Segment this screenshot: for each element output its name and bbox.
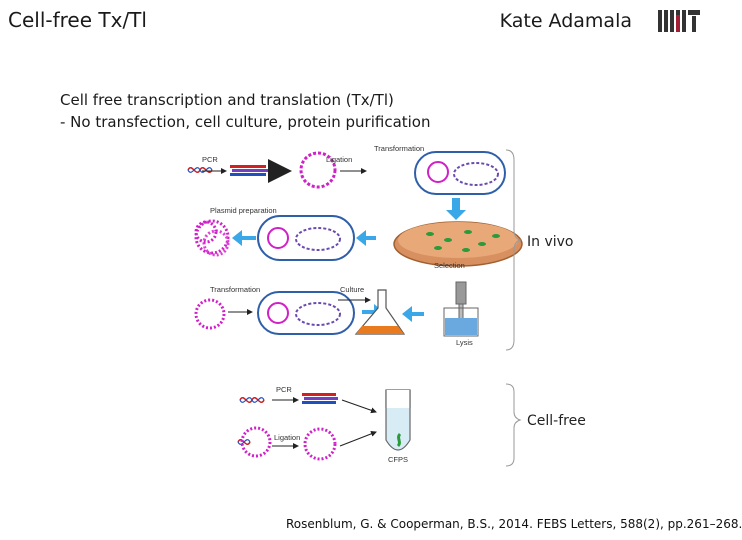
citation: Rosenblum, G. & Cooperman, B.S., 2014. F…: [286, 517, 742, 531]
culture-flask-icon: [354, 289, 406, 335]
step-label-ligation-top: Ligation: [326, 155, 352, 164]
cfps-tube-icon: [385, 389, 411, 451]
sonicator-icon: [443, 281, 479, 337]
label-in-vivo: In vivo: [527, 234, 574, 250]
plasmids-icon: [194, 298, 226, 330]
selection-plate-icon: [393, 221, 523, 267]
dna-fragment-icon: [237, 439, 251, 445]
dna-fragment-icon: [187, 167, 213, 173]
step-label-transformation-top: Transformation: [374, 144, 424, 153]
cell-free-vs-in-vivo-diagram: PCR Ligation Transformation Plasmid prep…: [187, 144, 523, 467]
step-label-culture: Culture: [340, 285, 364, 294]
cell-free-bracket: [505, 383, 522, 467]
left-arrow-icon: [232, 230, 256, 246]
transformed-cell-icon: [414, 151, 506, 195]
step-label-transformation-mid: Transformation: [210, 285, 260, 294]
ligated-dna-icon: [240, 426, 272, 458]
step-label-selection: Selection: [434, 261, 465, 270]
amplified-dna-icon: [302, 393, 338, 404]
transformed-cell-icon: [257, 291, 355, 335]
cell-with-plasmid-icon: [257, 215, 355, 261]
left-arrow-icon: [356, 230, 376, 246]
ligated-plasmid-icon: [299, 151, 337, 189]
slide-title: Cell-free Tx/Tl: [8, 8, 147, 32]
step-label-lysis: Lysis: [456, 338, 473, 347]
label-cell-free: Cell-free: [527, 413, 586, 429]
bullet-advantages: - No transfection, cell culture, protein…: [60, 113, 431, 131]
dna-fragment-icon: [239, 397, 265, 403]
step-label-pcr-top: PCR: [202, 155, 218, 164]
amplified-dna-icon: [230, 165, 268, 176]
step-label-ligation-bottom: Ligation: [274, 433, 300, 442]
step-label-pcr-bottom: PCR: [276, 385, 292, 394]
purified-plasmids-icon: [194, 219, 230, 257]
bullet-definition: Cell free transcription and translation …: [60, 91, 394, 109]
in-vivo-bracket: [505, 149, 522, 351]
linear-template-icon: [303, 427, 337, 461]
step-label-cfps: CFPS: [388, 455, 408, 464]
step-label-plasmid-prep: Plasmid preparation: [210, 206, 277, 215]
author-name: Kate Adamala: [499, 10, 632, 32]
mit-logo: [658, 10, 700, 32]
down-arrow-icon: [446, 198, 466, 220]
left-arrow-icon: [402, 306, 424, 322]
